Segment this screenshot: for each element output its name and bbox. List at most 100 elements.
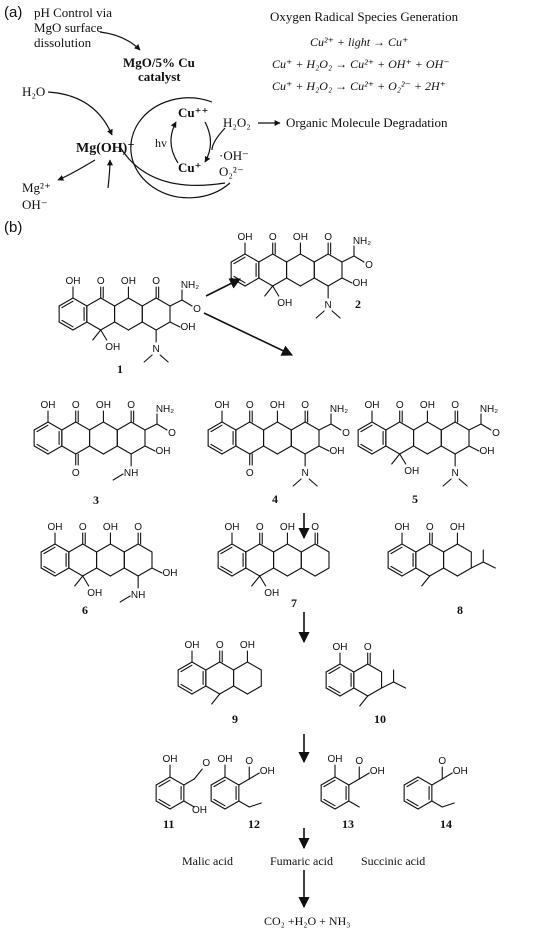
carbonyl-oxygen: O <box>79 522 87 533</box>
carbonyl-oxygen: O <box>256 522 264 533</box>
carbonyl-oxygen: O <box>72 400 80 411</box>
ring-bond <box>399 445 415 455</box>
carbonyl-oxygen: O <box>451 400 459 411</box>
ring-bond <box>273 543 288 553</box>
compound-number-8: 8 <box>457 603 463 617</box>
ring-bond <box>286 277 301 287</box>
ring-bond <box>219 685 235 695</box>
ring-bond <box>300 567 316 577</box>
carbonyl-oxygen: O <box>134 522 142 533</box>
carbonyl-oxygen: O <box>97 276 105 287</box>
mg-return-arrow <box>106 159 113 189</box>
double-bond <box>390 546 403 555</box>
carbonyl-oxygen: O <box>426 522 434 533</box>
aldehyde-bond <box>193 768 203 780</box>
compound-number-14: 14 <box>440 817 452 831</box>
hydroxyl-group: OH <box>192 805 207 816</box>
hydroxyl-group: OH <box>218 754 233 765</box>
amide-bond <box>169 299 183 307</box>
carbonyl-oxygen: O <box>396 400 404 411</box>
ring-bond <box>102 445 118 455</box>
ring-bond <box>141 297 157 307</box>
amide-oxygen: O <box>168 428 176 439</box>
ring-bond <box>207 445 223 455</box>
ring-bond <box>367 687 383 697</box>
n-methyl-bond <box>308 478 318 487</box>
ring-bond <box>169 800 185 810</box>
substituent-bond <box>431 778 443 786</box>
hydroxyl-group: OH <box>280 522 295 533</box>
hydroxyl-group: OH <box>215 400 230 411</box>
hydroxyl-group: OH <box>328 754 343 765</box>
ring-bond <box>334 800 350 810</box>
compound-number-12: 12 <box>248 817 260 831</box>
ring-bond <box>245 567 261 577</box>
amide-bond <box>318 423 332 431</box>
hydroxyl-group: OH <box>479 446 494 457</box>
ring-bond <box>82 567 98 577</box>
carboxyl-bond <box>358 772 370 780</box>
ring-bond <box>259 567 275 577</box>
compound-number-7: 7 <box>291 596 297 610</box>
ring-bond <box>313 277 329 287</box>
carboxyl-bond <box>441 772 453 780</box>
ring-bond <box>415 543 431 553</box>
succinic-acid: Succinic acid <box>361 854 425 868</box>
carboxyl-hydroxyl: OH <box>453 766 468 777</box>
panel-b: (b) <box>4 219 22 236</box>
double-bond <box>390 565 403 574</box>
hydroxyl-group: OH <box>365 400 380 411</box>
double-bond <box>406 779 419 788</box>
substituent-bond <box>431 800 443 808</box>
catalyst-name: MgO/5% Cu <box>123 55 195 70</box>
ring-bond <box>339 663 355 673</box>
ring-bond <box>233 661 248 671</box>
hydroxyl-group: OH <box>329 446 344 457</box>
ring-bond <box>417 776 433 786</box>
ring-bond <box>100 297 116 307</box>
final-products: CO₂ +H₂O + NH₃ <box>264 914 350 928</box>
acetyl-bond <box>482 561 496 569</box>
double-bond <box>328 685 341 694</box>
hydroxide-ion: OH⁻ <box>22 197 48 212</box>
ring-bond <box>314 567 330 577</box>
n-methyl-bond <box>331 310 341 319</box>
ring-bond <box>371 445 387 455</box>
ring-bond <box>443 543 458 553</box>
equation-1: Cu²⁺ + light → Cu⁺ <box>310 35 408 49</box>
hydroxyl-group: OH <box>264 588 279 599</box>
carboxyl-oxygen: O <box>355 756 363 767</box>
double-bond <box>323 779 336 788</box>
ring-bond <box>61 421 77 431</box>
ring-bond <box>155 297 171 307</box>
substituent-bond <box>82 575 90 587</box>
ph-control-line3: dissolution <box>34 35 92 50</box>
ring-bond <box>114 321 129 331</box>
ring-bond <box>217 567 233 577</box>
peroxide-ion: O₂²⁻ <box>219 164 244 179</box>
carbonyl-oxygen: O <box>72 468 80 479</box>
ring-bond <box>86 297 102 307</box>
amide-bond <box>144 423 158 431</box>
methyl-bond <box>391 453 401 465</box>
ring-bond <box>155 800 171 810</box>
n-methyl-bond <box>458 478 468 487</box>
ring-bond <box>155 321 171 331</box>
hydroxyl-group: OH <box>155 446 170 457</box>
ring-bond <box>299 253 315 263</box>
amide-carbonyl <box>181 299 193 307</box>
ring-bond <box>399 421 415 431</box>
ring-bond <box>403 776 419 786</box>
ring-bond <box>290 421 306 431</box>
equation-3: Cu⁺ + H₂O₂ → Cu²⁺ + O₂²⁻ + 2H⁺ <box>272 79 446 93</box>
substituent-bond <box>144 445 156 452</box>
amide-oxygen: O <box>193 304 201 315</box>
substituent-bond <box>151 567 163 574</box>
n-methyl-bond <box>442 478 452 487</box>
